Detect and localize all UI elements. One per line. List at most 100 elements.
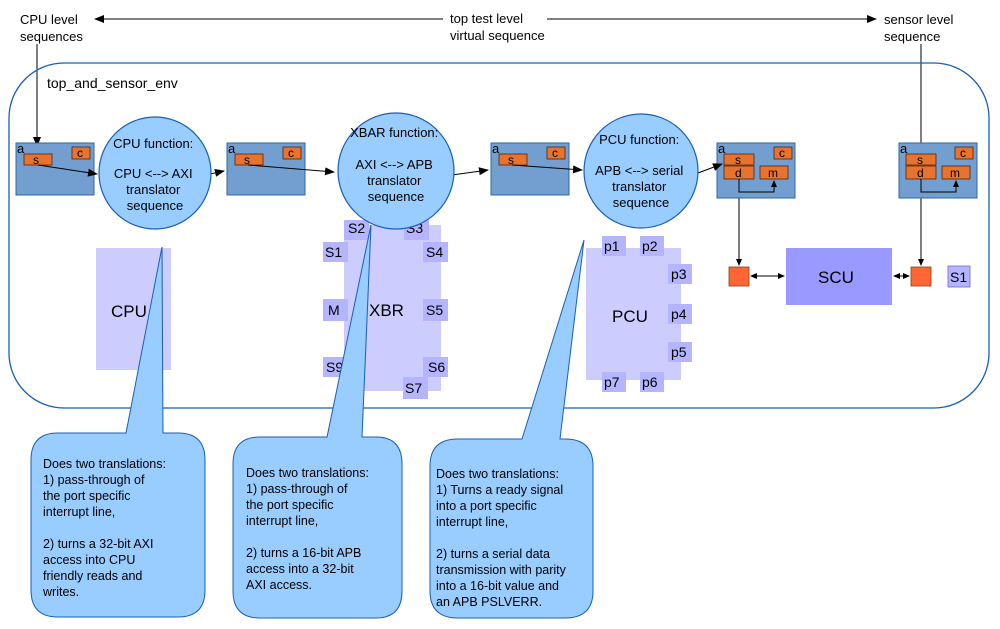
arrow-pcu-function-to-sensor-agent: [697, 163, 723, 174]
agent-sensor-2-monitor: [941, 165, 971, 180]
xbr-port-s4-box: [423, 242, 448, 262]
agent-sensor-1-label-s: s: [735, 153, 741, 167]
callout-xbar-line-2: the port specific: [246, 498, 334, 512]
agent-cpu-label-c: c: [77, 146, 83, 160]
agent-axi-label-s: s: [244, 153, 250, 167]
agent-axi-config: [282, 146, 302, 160]
agent-sensor-2: a s d m c: [898, 141, 978, 199]
agent-sensor-1-config: [773, 146, 793, 160]
xbar-function-line-0: XBAR function:: [350, 125, 438, 140]
callout-xbar-text: Does two translations: 1) pass-through o…: [246, 466, 372, 592]
pcu-function-circle: [583, 113, 699, 229]
xbr-port-s5: S5: [426, 302, 443, 318]
callout-xbar-line-0: Does two translations:: [246, 466, 369, 480]
xbar-function-circle: [337, 112, 455, 230]
xbar-function-line-4: sequence: [368, 189, 424, 204]
header-sensor-level-line2: sequence: [884, 29, 940, 44]
agent-apb-label-s: s: [508, 153, 514, 167]
arrow-axi-agent-to-xbar-function: [247, 164, 335, 176]
xbar-function-line-3: translator: [367, 173, 422, 188]
xbr-port-s1: S1: [325, 244, 342, 260]
header-top-level-line1: top test level: [450, 11, 523, 26]
pcu-function-bubble: PCU function: APB <--> serial translator…: [583, 113, 699, 229]
agent-sensor-1-sequencer: [723, 153, 755, 166]
agent-sensor-2-label-c: c: [960, 146, 966, 160]
agent-cpu-label-a: a: [17, 141, 25, 156]
agent-axi-label-c: c: [288, 146, 294, 160]
header-cpu-level: CPU level sequences: [20, 12, 83, 44]
agent-sensor-1-label-c: c: [779, 146, 785, 160]
agent-sensor-1-internal-arrow: [738, 179, 777, 193]
callout-xbar: Does two translations: 1) pass-through o…: [232, 224, 403, 619]
callout-xbar-line-6: access into a 32-bit: [246, 562, 354, 576]
cpu-function-line-4: sequence: [127, 198, 183, 213]
xbr-port-s7: S7: [405, 380, 422, 396]
agent-sensor-2-internal-arrow: [920, 179, 959, 193]
arrow-cpu-function-to-axi-agent: [209, 168, 225, 177]
callout-cpu-line-3: interrupt line,: [43, 505, 115, 519]
cpu-function-line-0: CPU function:: [113, 136, 193, 151]
agent-apb-label-c: c: [552, 146, 558, 160]
xbar-function-text: XBAR function: AXI <--> APB translator s…: [350, 125, 442, 204]
agent-cpu: a s c: [15, 141, 95, 196]
pcu-port-p5: p5: [671, 344, 687, 360]
callout-pcu-line-0: Does two translations:: [436, 467, 559, 481]
agent-sensor-1-label-m: m: [768, 166, 778, 180]
xbr-port-s5-box: [423, 299, 448, 321]
header-top-level: top test level virtual sequence: [450, 11, 545, 43]
header-top-level-line2: virtual sequence: [450, 28, 545, 43]
pcu-function-line-3: translator: [612, 179, 667, 194]
callout-xbar-shape: [232, 224, 403, 619]
xbr-port-m-box: [323, 299, 348, 321]
scu-port-s1: S1: [950, 269, 967, 285]
pcu-port-p1: p1: [604, 238, 620, 254]
xbar-function-bubble: XBAR function: AXI <--> APB translator s…: [337, 112, 455, 230]
cpu-function-line-2: CPU <--> AXI: [114, 166, 193, 181]
cpu-function-text: CPU function: CPU <--> AXI translator se…: [113, 136, 197, 213]
pcu-port-p5-box: [668, 342, 692, 362]
pcu-port-p7-box: [602, 372, 626, 392]
callout-cpu: Does two translations: 1) pass-through o…: [30, 246, 206, 618]
header-cpu-level-line2: sequences: [20, 29, 83, 44]
callout-pcu-line-5: 2) turns a serial data: [436, 547, 550, 561]
xbr-port-s2: S2: [348, 220, 365, 236]
agent-apb-label-a: a: [492, 141, 500, 156]
callout-pcu: Does two translations: 1) Turns a ready …: [429, 239, 594, 619]
cpu-function-line-3: translator: [126, 182, 181, 197]
callout-xbar-line-5: 2) turns a 16-bit APB: [246, 546, 361, 560]
pcu-port-p1-box: [602, 236, 626, 256]
pcu-block: p1 p2 p3 p4 p5 p6 p7 PCU: [586, 236, 692, 392]
callout-cpu-text: Does two translations: 1) pass-through o…: [42, 457, 169, 599]
agent-sensor-2-label-s: s: [917, 153, 923, 167]
agent-axi: a s c: [226, 141, 306, 196]
agent-sensor-2-label-m: m: [950, 166, 960, 180]
cpu-function-circle: [98, 116, 212, 230]
header-cpu-level-line1: CPU level: [20, 12, 78, 27]
pcu-function-text: PCU function: APB <--> serial translator…: [595, 132, 687, 210]
callout-pcu-line-6: transmission with parity: [436, 563, 567, 577]
pcu-port-p3-box: [668, 264, 692, 284]
agent-sensor-1-monitor: [759, 165, 789, 180]
callout-xbar-line-3: interrupt line,: [246, 514, 318, 528]
pcu-port-p6: p6: [642, 374, 658, 390]
agent-apb-config: [546, 146, 566, 160]
callout-cpu-line-1: 1) pass-through of: [43, 473, 145, 487]
agent-sensor-2-config: [954, 146, 974, 160]
pcu-function-line-2: APB <--> serial: [595, 163, 683, 178]
agent-sensor-2-sequencer: [905, 153, 937, 166]
agent-cpu-label-s: s: [33, 153, 39, 167]
callout-pcu-line-3: interrupt line,: [436, 515, 508, 529]
xbr-port-s9: S9: [326, 359, 343, 375]
cpu-block-label: CPU: [111, 302, 147, 321]
callout-cpu-shape: [30, 246, 206, 618]
pcu-port-p2-box: [640, 236, 664, 256]
arrow-apb-agent-to-pcu-function: [511, 164, 583, 174]
env-label: top_and_sensor_env: [47, 75, 178, 91]
callout-cpu-line-6: access into CPU: [43, 553, 135, 567]
xbr-block-label: XBR: [369, 301, 404, 320]
xbar-function-line-2: AXI <--> APB: [356, 157, 433, 172]
pcu-port-p2: p2: [642, 238, 658, 254]
callout-xbar-line-1: 1) pass-through of: [246, 482, 348, 496]
